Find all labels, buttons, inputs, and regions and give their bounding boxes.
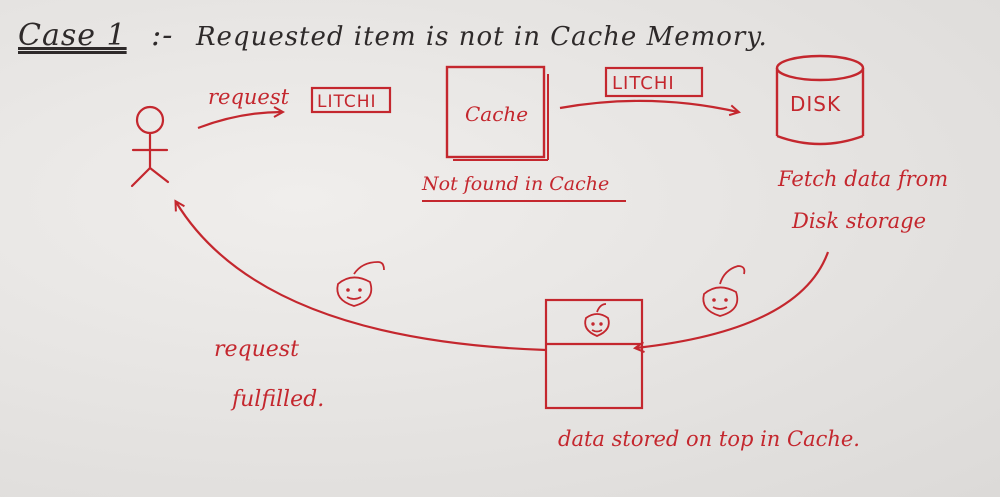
heading-text: Requested item is not in Cache Memory.	[195, 22, 768, 52]
disk-cylinder-icon	[775, 54, 865, 146]
litchi-icon	[584, 303, 610, 337]
case-label: Case 1	[18, 18, 127, 53]
fetch-label-line2: Disk storage	[791, 209, 926, 233]
cache-box	[445, 65, 546, 159]
fulfilled-label-line2: fulfilled.	[230, 387, 324, 412]
transfer-item-label: LITCHI	[612, 73, 675, 94]
request-arrow	[197, 112, 282, 130]
return-arrow	[176, 202, 547, 352]
cache-label: Cache	[465, 102, 528, 126]
disk-to-cache-arrow	[636, 251, 830, 348]
litchi-icon	[336, 261, 385, 307]
stick-figure-icon	[130, 105, 170, 188]
fulfilled-label-line1: request	[214, 337, 299, 362]
diagram-heading: Case 1 :- Requested item is not in Cache…	[18, 18, 768, 53]
transfer-item-box	[604, 66, 704, 98]
litchi-icon	[702, 265, 746, 317]
cache-to-disk-arrow	[559, 99, 738, 112]
stored-label: data stored on top in Cache.	[558, 427, 860, 451]
disk-label: DISK	[790, 92, 841, 116]
heading-separator: :-	[151, 18, 174, 53]
fetch-label-line1: Fetch data from	[777, 167, 948, 191]
request-label: request	[208, 85, 290, 109]
stored-cache-box	[544, 298, 644, 410]
request-item-label: LITCHI	[317, 92, 377, 112]
request-item-box	[310, 86, 392, 114]
cache-status-label: Not found in Cache	[421, 173, 609, 195]
